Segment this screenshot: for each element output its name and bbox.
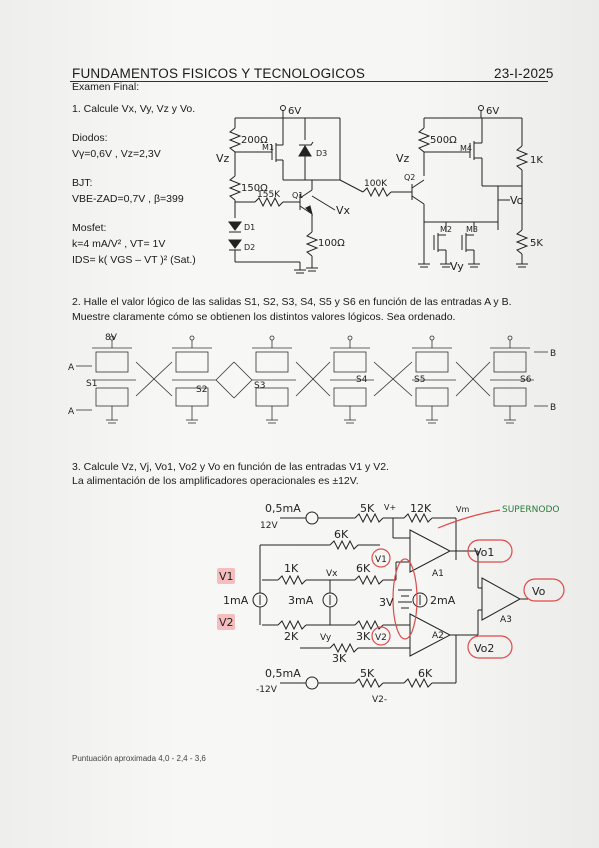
header-rule xyxy=(70,81,548,82)
q1l-r3-label: 155K xyxy=(257,190,281,200)
q3-r2k-label: 2K xyxy=(284,630,299,643)
q2-s5-label: S5 xyxy=(414,375,425,385)
q1r-vy-label: Vy xyxy=(450,260,464,273)
q2-input-a-top: A xyxy=(68,363,75,373)
q3-v-top-label: 12V xyxy=(260,521,278,531)
q1l-vx-label: Vx xyxy=(336,204,351,217)
q1l-r2-label: 150Ω xyxy=(241,183,268,194)
q3-i-bottom-label: 0,5mA xyxy=(265,667,301,680)
q3-v-bottom-label: -12V xyxy=(256,685,278,695)
q1r-m4-label: M4 xyxy=(460,144,472,153)
q3-vy-label: Vy xyxy=(320,633,332,643)
q1-bjt-values: VBE-ZAD=0,7V , β=399 xyxy=(72,193,184,205)
q3-i-3ma-label: 3mA xyxy=(288,594,314,607)
q2-s2-label: S2 xyxy=(196,385,207,395)
q1-bjt-title: BJT: xyxy=(72,177,93,189)
q3-vo2-label: Vo2 xyxy=(474,642,494,655)
q1l-vz-label: Vz xyxy=(216,152,230,165)
q2-prompt-2: Muestre claramente cómo se obtienen los … xyxy=(72,311,456,323)
exam-date: 23-I-2025 xyxy=(494,66,554,81)
q1r-vz-label: Vz xyxy=(396,152,410,165)
q3-a1-label: A1 xyxy=(432,569,444,579)
q3-v1-circled: V1 xyxy=(375,555,387,565)
q1l-d3-label: D3 xyxy=(316,149,327,158)
q3-r3k-b-label: 3K xyxy=(332,652,347,665)
q3-a2-label: A2 xyxy=(432,631,444,641)
q3-i-2ma-label: 2mA xyxy=(430,594,456,607)
q2-s3-label: S3 xyxy=(254,381,265,391)
q3-r12k-label: 12K xyxy=(410,502,432,515)
exam-title: FUNDAMENTOS FISICOS Y TECNOLOGICOS xyxy=(72,66,366,81)
q1r-r5-label: 500Ω xyxy=(430,135,457,146)
q1r-m3-label: M3 xyxy=(466,225,478,234)
q3-v2-label: V2 xyxy=(219,616,234,629)
q3-v2-circled: V2 xyxy=(375,633,387,643)
q3-vo-label: Vo xyxy=(532,585,546,598)
q3-r6k-bottom-label: 6K xyxy=(418,667,433,680)
q2-prompt-1: 2. Halle el valor lógico de las salidas … xyxy=(72,296,512,308)
q3-vm-label: Vm xyxy=(456,505,469,514)
q2-input-b-top: B xyxy=(550,349,556,359)
exam-subtitle: Examen Final: xyxy=(72,81,140,93)
q1r-r7-label: 5K xyxy=(530,238,543,249)
q2-input-a-bottom: A xyxy=(68,407,75,417)
q3-r6k-top-label: 6K xyxy=(334,528,349,541)
q1-mosfet-ids: IDS= k( VGS – VT )² (Sat.) xyxy=(72,254,196,266)
q3-r1k-label: 1K xyxy=(284,562,299,575)
q3-r3k-a-label: 3K xyxy=(356,630,371,643)
q1-mosfet-title: Mosfet: xyxy=(72,222,107,234)
q1l-q1-label: Q1 xyxy=(292,191,303,200)
q1l-r1-label: 200Ω xyxy=(241,135,268,146)
q2-s6-label: S6 xyxy=(520,375,532,385)
q3-v2minus-label: V2- xyxy=(372,695,387,705)
q3-prompt-1: 3. Calcule Vz, Vj, Vo1, Vo2 y Vo en func… xyxy=(72,461,389,473)
q3-i-top-label: 0,5mA xyxy=(265,502,301,515)
q3-v3v-label: 3V xyxy=(379,596,394,609)
q1l-d2-label: D2 xyxy=(244,243,255,252)
q1-diodes-values: Vγ=0,6V , Vz=2,3V xyxy=(72,148,161,160)
q1l-d1-label: D1 xyxy=(244,223,255,232)
q2-supply-label: 8V xyxy=(105,333,118,343)
q1r-link-label: 100K xyxy=(364,179,388,189)
q3-vx-label: Vx xyxy=(326,569,338,579)
q1r-m2-label: M2 xyxy=(440,225,452,234)
q3-a3-label: A3 xyxy=(500,615,512,625)
q2-input-b-bottom: B xyxy=(550,403,556,413)
q1l-r4-label: 100Ω xyxy=(318,238,345,249)
q3-vo1-label: Vo1 xyxy=(474,546,494,559)
q1-prompt: 1. Calcule Vx, Vy, Vz y Vo. xyxy=(72,103,196,115)
q1l-supply-label: 6V xyxy=(288,106,301,117)
q3-v1-label: V1 xyxy=(219,570,234,583)
q2-s1-label: S1 xyxy=(86,379,97,389)
q1-diodes-title: Diodos: xyxy=(72,132,108,144)
q1r-q2-label: Q2 xyxy=(404,173,415,182)
q3-vplus-label: V+ xyxy=(384,503,396,512)
q1r-vo-label: Vo xyxy=(510,194,524,207)
footer-score: Puntuación aproximada 4,0 - 2,4 - 3,6 xyxy=(72,754,206,763)
q1l-m1-label: M1 xyxy=(262,143,274,152)
q3-prompt-2: La alimentación de los amplificadores op… xyxy=(72,475,359,487)
q1r-supply-label: 6V xyxy=(486,106,499,117)
q3-i-1ma-label: 1mA xyxy=(223,594,249,607)
q3-supernodo-annotation: SUPERNODO xyxy=(502,505,560,515)
q3-r5k-top-label: 5K xyxy=(360,502,375,515)
q1-mosfet-k: k=4 mA/V² , VT= 1V xyxy=(72,238,166,250)
q1r-r6-label: 1K xyxy=(530,155,543,166)
q3-r6k-mid-label: 6K xyxy=(356,562,371,575)
q3-r5k-bottom-label: 5K xyxy=(360,667,375,680)
q2-s4-label: S4 xyxy=(356,375,368,385)
